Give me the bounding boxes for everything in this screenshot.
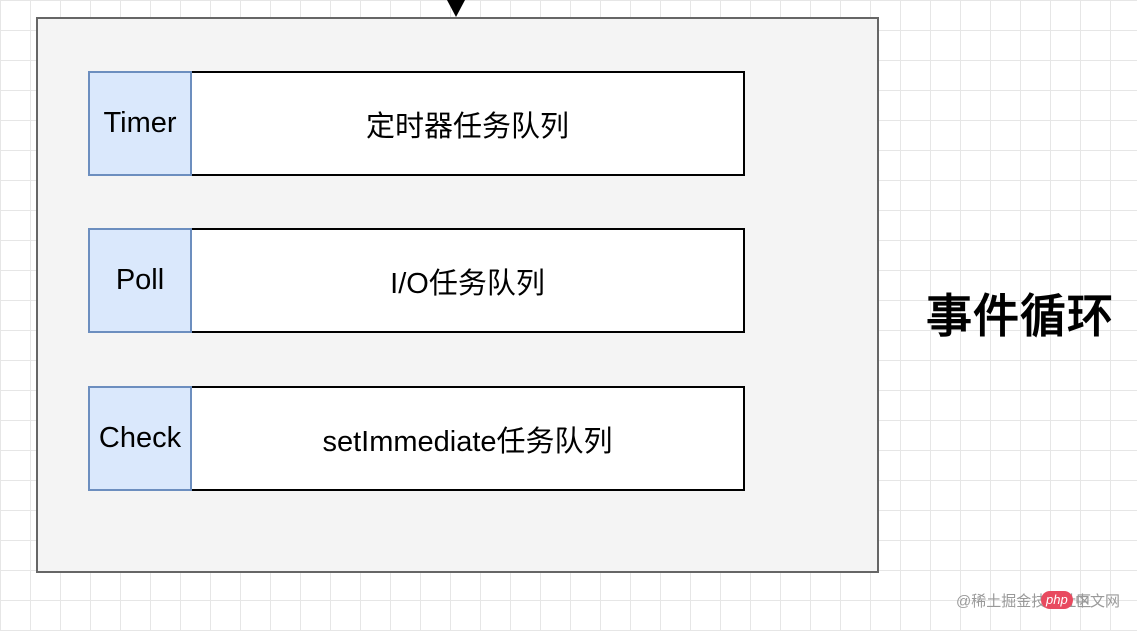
poll-row: Poll I/O任务队列 bbox=[88, 228, 745, 333]
incoming-arrow-head bbox=[447, 0, 465, 17]
check-label: Check bbox=[88, 386, 192, 491]
check-row: Check setImmediate任务队列 bbox=[88, 386, 745, 491]
poll-label: Poll bbox=[88, 228, 192, 333]
check-queue-description: setImmediate任务队列 bbox=[192, 386, 745, 491]
timer-queue-description: 定时器任务队列 bbox=[192, 71, 745, 176]
event-loop-title: 事件循环 bbox=[926, 290, 1114, 342]
poll-queue-description: I/O任务队列 bbox=[192, 228, 745, 333]
watermark-badge: php bbox=[1041, 591, 1073, 609]
timer-row: Timer 定时器任务队列 bbox=[88, 71, 745, 176]
watermark-suffix: 中文网 bbox=[1075, 593, 1121, 610]
timer-label: Timer bbox=[88, 71, 192, 176]
